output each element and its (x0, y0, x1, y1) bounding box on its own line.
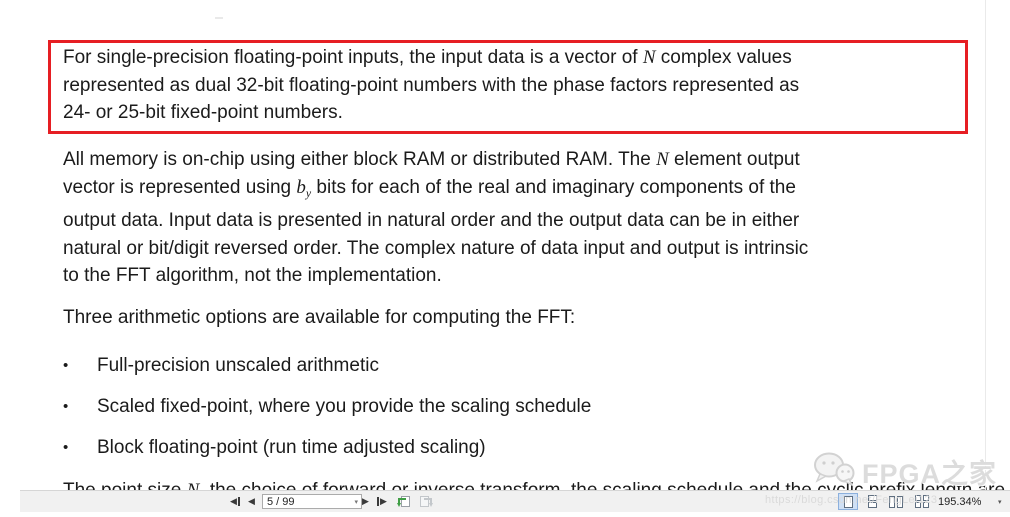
previous-page-icon: ◀ (248, 496, 255, 506)
paragraph-line: Three arithmetic options are available f… (63, 307, 576, 328)
continuous-view-icon (867, 495, 877, 508)
bullet-icon: • (63, 357, 69, 374)
smudge-artifact (215, 17, 223, 19)
zoom-dropdown-icon[interactable]: ▾ (998, 499, 1002, 506)
list-item-text: Full-precision unscaled arithmetic (97, 355, 379, 376)
previous-view-button[interactable] (396, 494, 412, 514)
pdf-viewer-toolbar: https://blog.csdn.net/FengLei123 ◀ ◀ 5 /… (20, 490, 1010, 512)
paragraph-arithmetic-options: Three arithmetic options are available f… (63, 304, 575, 332)
next-page-button[interactable]: ▶ (362, 491, 369, 512)
page-number-input[interactable]: 5 / 99 ▾ (262, 494, 362, 509)
single-page-view-button[interactable] (838, 493, 858, 510)
list-item-text: Scaled fixed-point, where you provide th… (97, 396, 592, 417)
continuous-view-button[interactable] (862, 493, 882, 510)
paragraph-line: represented as dual 32-bit floating-poin… (63, 74, 800, 96)
list-item: • Full-precision unscaled arithmetic (63, 352, 591, 393)
bullet-list: • Full-precision unscaled arithmetic • S… (63, 352, 591, 475)
bullet-icon: • (63, 439, 69, 456)
facing-pages-view-icon (889, 495, 903, 508)
continuous-facing-view-button[interactable] (912, 493, 932, 510)
bullet-icon: • (63, 398, 69, 415)
page-edge-divider (985, 0, 986, 490)
paragraph-line: For single-precision floating-point inpu… (63, 47, 792, 68)
first-page-bar (237, 497, 240, 506)
page-combo-arrow-icon[interactable]: ▾ (354, 499, 358, 506)
single-page-view-icon (843, 495, 853, 508)
next-view-button[interactable] (418, 494, 434, 514)
paragraph-line: to the FFT algorithm, not the implementa… (63, 265, 442, 286)
previous-page-button[interactable]: ◀ (248, 491, 255, 512)
paragraph-line: vector is represented using by bits for … (63, 176, 796, 200)
list-item-text: Block floating-point (run time adjusted … (97, 437, 486, 458)
paragraph-memory: All memory is on-chip using either block… (63, 146, 808, 290)
continuous-facing-view-icon (915, 495, 929, 508)
paragraph-line: 24- or 25-bit fixed-point numbers. (63, 102, 343, 123)
last-page-bar (377, 497, 379, 506)
list-item: • Scaled fixed-point, where you provide … (63, 393, 591, 434)
zoom-level-value[interactable]: 195.34% (938, 495, 982, 508)
page-indicator-value: 5 / 99 (267, 495, 295, 508)
first-page-button[interactable]: ◀ (230, 491, 241, 512)
paragraph-line: All memory is on-chip using either block… (63, 149, 800, 170)
previous-view-icon (397, 496, 410, 507)
paragraph-line: natural or bit/digit reversed order. The… (63, 237, 809, 259)
list-item: • Block floating-point (run time adjuste… (63, 434, 591, 475)
last-page-button[interactable]: ▶ (376, 491, 387, 512)
last-page-icon: ▶ (380, 496, 387, 506)
paragraph-line: output data. Input data is presented in … (63, 210, 800, 231)
next-view-icon (420, 496, 433, 507)
first-page-icon: ◀ (230, 496, 237, 506)
highlighted-paragraph-box: For single-precision floating-point inpu… (48, 40, 968, 134)
next-page-icon: ▶ (362, 496, 369, 506)
facing-pages-view-button[interactable] (886, 493, 906, 510)
